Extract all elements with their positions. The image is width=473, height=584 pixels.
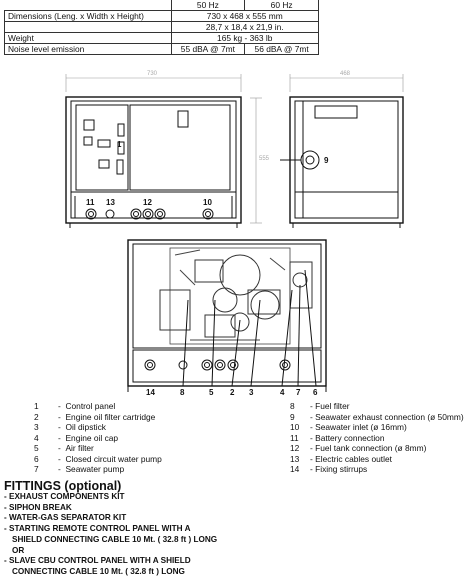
row-value-60hz: 56 dBA @ 7mt — [244, 43, 319, 55]
callout: 10 — [203, 198, 212, 207]
legend-item: 12- Fuel tank connection (ø 8mm) — [290, 443, 427, 453]
legend-text: Control panel — [65, 401, 116, 411]
legend-item: 6- Closed circuit water pump — [34, 453, 162, 464]
legend-text: Engine oil filter cartridge — [65, 411, 156, 422]
row-label: Noise level emission — [4, 43, 172, 55]
legend-item: 7- Seawater pump — [34, 464, 125, 474]
fittings-item: - WATER-GAS SEPARATOR KIT — [4, 513, 127, 523]
legend-item: 3- Oil dipstick — [34, 422, 106, 432]
legend-number: 1 — [34, 401, 39, 411]
technical-drawing — [65, 74, 404, 392]
legend-text: Fixing stirrups — [315, 464, 368, 474]
legend-number: 2 — [34, 411, 39, 422]
callout: 9 — [324, 156, 329, 165]
callout: 14 — [146, 388, 155, 397]
legend-left: 1- Control panel 2- Engine oil filter ca… — [34, 401, 162, 475]
legend-text: Closed circuit water pump — [65, 453, 162, 464]
dim-length: 730 — [147, 71, 158, 77]
legend-item: 4- Engine oil cap — [34, 432, 119, 443]
legend-number: 9 — [290, 411, 295, 422]
fittings-item: CONNECTING CABLE 10 Mt. ( 32.8 ft ) LONG — [12, 566, 185, 576]
legend-number: 8 — [290, 401, 295, 411]
legend-text: Fuel filter — [315, 401, 350, 411]
legend-text: Electric cables outlet — [315, 453, 392, 464]
legend-number: 11 — [290, 432, 299, 443]
legend-text: Engine oil cap — [65, 432, 119, 443]
legend-item: 13- Electric cables outlet — [290, 453, 392, 464]
fittings-item: - SIPHON BREAK — [4, 502, 72, 512]
callout: 12 — [143, 198, 152, 207]
fittings-list: - EXHAUST COMPONENTS KIT - SIPHON BREAK … — [4, 492, 217, 578]
legend-text: Air filter — [65, 443, 94, 453]
fittings-item: - EXHAUST COMPONENTS KIT — [4, 492, 125, 501]
callout: 2 — [230, 388, 235, 397]
legend-number: 3 — [34, 422, 39, 432]
fittings-item: OR — [12, 545, 25, 555]
legend-item: 10- Seawater inlet (ø 16mm) — [290, 422, 407, 432]
fittings-item: SHIELD CONNECTING CABLE 10 Mt. ( 32.8 ft… — [12, 534, 218, 544]
legend-text: Oil dipstick — [65, 422, 106, 432]
callout: 8 — [180, 388, 185, 397]
legend-item: 1- Control panel — [34, 401, 116, 411]
legend-text: Seawater pump — [65, 464, 125, 474]
legend-number: 5 — [34, 443, 39, 453]
legend-item: 9- Seawater exhaust connection (ø 50mm) — [290, 411, 464, 422]
fittings-item: - SLAVE CBU CONTROL PANEL WITH A SHIELD — [4, 556, 191, 566]
dim-height: 555 — [259, 156, 270, 162]
callout: 11 — [86, 198, 95, 207]
legend-number: 10 — [290, 422, 300, 432]
spec-table: 50 Hz 60 Hz Dimensions (Leng. x Width x … — [4, 0, 319, 55]
callout: 4 — [280, 388, 285, 397]
legend-right: 8- Fuel filter 9- Seawater exhaust conne… — [290, 401, 464, 475]
legend-text: Seawater inlet (ø 16mm) — [315, 422, 407, 432]
legend-number: 4 — [34, 432, 39, 443]
legend-text: Battery connection — [315, 432, 385, 443]
legend-text: Fuel tank connection (ø 8mm) — [315, 443, 427, 453]
callout: 7 — [296, 388, 301, 397]
legend-number: 6 — [34, 453, 39, 464]
legend-item: 14- Fixing stirrups — [290, 464, 368, 474]
legend-number: 12 — [290, 443, 300, 453]
callout: 5 — [209, 388, 214, 397]
legend-number: 13 — [290, 453, 300, 464]
legend-text: Seawater exhaust connection (ø 50mm) — [315, 411, 464, 422]
legend-item: 8- Fuel filter — [290, 401, 350, 411]
callout: 1 — [117, 140, 122, 149]
legend-number: 14 — [290, 464, 300, 474]
callout: 13 — [106, 198, 115, 207]
legend-number: 7 — [34, 464, 39, 474]
legend-item: 5- Air filter — [34, 443, 94, 453]
callout: 3 — [249, 388, 254, 397]
callout: 6 — [313, 388, 318, 397]
legend-item: 2- Engine oil filter cartridge — [34, 411, 156, 422]
fittings-item: - STARTING REMOTE CONTROL PANEL WITH A — [4, 524, 191, 534]
dim-width: 468 — [340, 71, 351, 77]
fittings-title: FITTINGS (optional) — [4, 479, 122, 493]
legend-item: 11- Battery connection — [290, 432, 385, 443]
